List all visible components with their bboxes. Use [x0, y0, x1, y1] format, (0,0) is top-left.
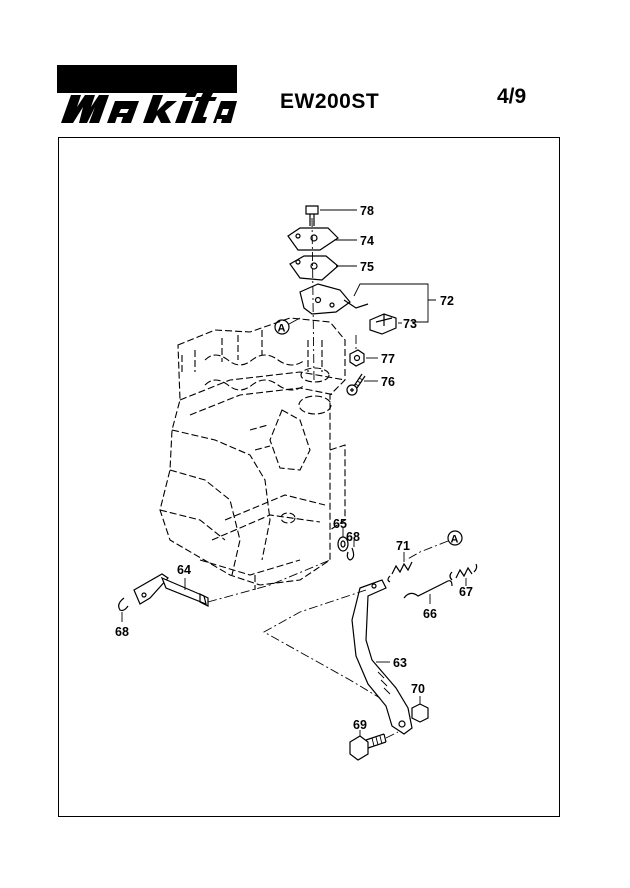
callout-75: 75: [360, 260, 374, 274]
lever-64: [133, 573, 209, 607]
clip-68-left: [118, 597, 129, 622]
callout-70: 70: [411, 682, 425, 696]
model-name: EW200ST: [280, 90, 380, 113]
callout-76: 76: [381, 375, 395, 389]
svg-text:A: A: [451, 534, 459, 546]
callout-68-middle: 68: [346, 530, 360, 544]
callout-66: 66: [423, 607, 437, 621]
switch-73: [369, 313, 402, 335]
reference-marker-a-upper: A: [274, 317, 301, 335]
screw-76: [346, 373, 378, 396]
diagram-frame: [58, 137, 560, 817]
guide-line-spring: [405, 540, 449, 561]
guide-line-bolt-69: [385, 731, 399, 739]
plate-74: [287, 227, 357, 251]
rod-66: [403, 580, 453, 604]
plate-75: [289, 255, 357, 281]
spring-71: [387, 552, 413, 583]
nut-70: [411, 696, 429, 723]
guide-line-arm: [263, 589, 381, 699]
callout-64: 64: [177, 563, 191, 577]
callout-72: 72: [440, 294, 454, 308]
assembly-axis-upper: [311, 217, 315, 381]
page-number: 4/9: [497, 85, 527, 108]
callout-77: 77: [381, 352, 395, 366]
callout-69: 69: [353, 718, 367, 732]
callout-65: 65: [333, 517, 347, 531]
spring-67: [449, 563, 478, 586]
callout-63: 63: [393, 656, 407, 670]
makita-logo: [57, 65, 237, 123]
guide-line-64: [207, 559, 331, 603]
arm-63: [351, 579, 413, 735]
bolt-78: [305, 205, 357, 226]
callout-78: 78: [360, 204, 374, 218]
callout-73: 73: [403, 317, 417, 331]
callout-67: 67: [459, 585, 473, 599]
washer-65: [337, 528, 349, 552]
nut-77: [349, 349, 378, 367]
callout-68-left: 68: [115, 625, 129, 639]
callout-74: 74: [360, 234, 374, 248]
clip-68-middle: [346, 540, 355, 561]
engine-block-outline: [159, 317, 346, 590]
reference-marker-a-lower: A: [447, 530, 463, 546]
callout-71: 71: [396, 539, 410, 553]
bolt-69: [349, 730, 387, 761]
svg-text:A: A: [278, 323, 286, 335]
